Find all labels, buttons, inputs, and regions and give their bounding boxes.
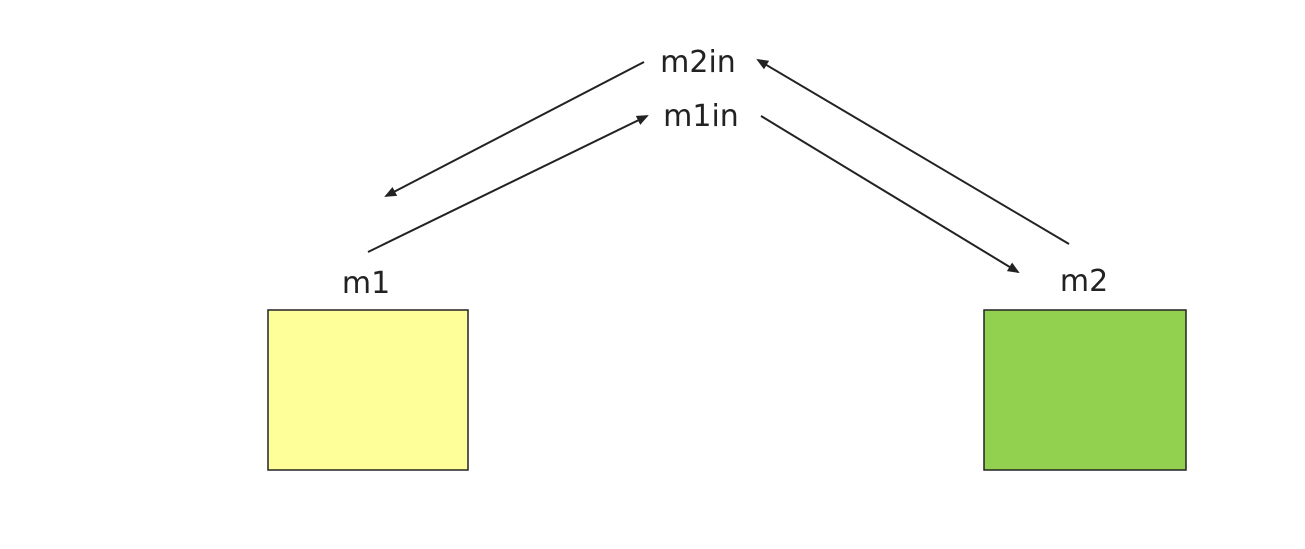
label-m1in: m1in — [663, 99, 739, 134]
arrow-m2in-to-m1 — [384, 61, 645, 197]
label-m1: m1 — [342, 266, 390, 301]
label-m2in: m2in — [660, 45, 736, 80]
box-m2 — [983, 309, 1187, 471]
arrow-m2-to-m2in — [756, 58, 1070, 245]
box-m1 — [267, 309, 469, 471]
arrow-m1-to-m1in — [367, 115, 649, 253]
arrow-m1in-to-m2 — [760, 115, 1020, 274]
label-m2: m2 — [1060, 264, 1108, 299]
